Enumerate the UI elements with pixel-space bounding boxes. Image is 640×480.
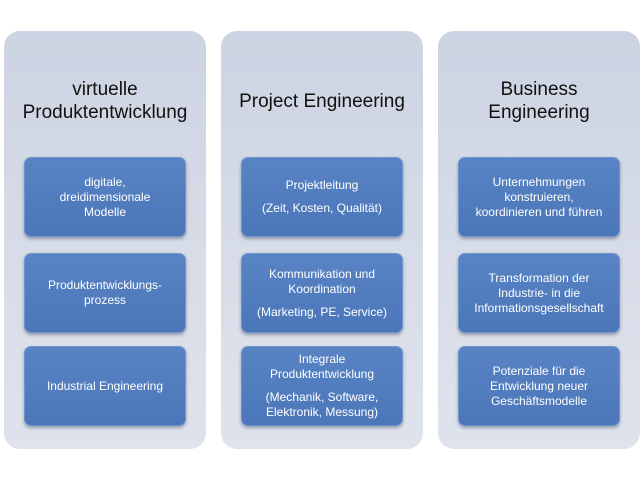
title-line: Project Engineering — [239, 90, 405, 112]
title-line: Business — [500, 79, 578, 100]
box-text-line: Kommunikation und — [268, 266, 376, 281]
column-virtuelle-produktentwicklung: virtuelle Produktentwicklung digitale, d… — [4, 31, 206, 449]
title-line: Engineering — [488, 102, 590, 123]
box-text-line: (Marketing, PE, Service) — [256, 304, 388, 319]
box-potenziale: Potenziale für die Entwicklung neuer Ges… — [458, 346, 620, 426]
box-text-line: Projektleitung — [285, 178, 359, 192]
box-produktentwicklungsprozess: Produktentwicklungs- prozess — [24, 253, 186, 333]
column-title: Project Engineering — [221, 71, 423, 131]
box-text-line: koordinieren und führen — [475, 204, 603, 219]
box-text-line: Modelle — [83, 204, 127, 219]
box-text-line: (Mechanik, Software, — [265, 390, 379, 404]
box-text-line: Transformation der — [488, 270, 590, 285]
title-line: Produktentwicklung — [22, 102, 188, 123]
box-industrial-engineering: Industrial Engineering — [24, 346, 186, 426]
box-text-line: digitale, — [84, 174, 126, 189]
column-title: Business Engineering — [438, 71, 640, 131]
column-business-engineering: Business Engineering Unternehmungen kons… — [438, 31, 640, 449]
box-kommunikation-koordination: Kommunikation und Koordination (Marketin… — [241, 253, 403, 333]
box-text-line: Geschäftsmodelle — [490, 393, 588, 408]
box-text-line: Elektronik, Messung) — [265, 405, 379, 419]
box-text-line: Produktentwicklung — [269, 367, 375, 381]
column-title: virtuelle Produktentwicklung — [4, 71, 206, 131]
box-text-line: konstruieren, — [504, 189, 574, 204]
box-unternehmungen: Unternehmungen konstruieren, koordiniere… — [458, 157, 620, 237]
title-line: virtuelle — [72, 79, 138, 100]
box-text-line: Industrie- in die — [497, 285, 581, 300]
box-text-line: Integrale — [298, 352, 346, 366]
box-transformation: Transformation der Industrie- in die Inf… — [458, 253, 620, 333]
box-text-line: Industrial Engineering — [46, 378, 164, 393]
box-text-line: Unternehmungen — [492, 174, 586, 189]
box-integrale-produktentwicklung: Integrale Produktentwicklung (Mechanik, … — [241, 346, 403, 426]
box-text-line: (Zeit, Kosten, Qualität) — [261, 201, 383, 215]
box-text-line: prozess — [83, 293, 127, 307]
box-text-line: Potenziale für die — [492, 363, 586, 378]
box-text-line: Koordination — [288, 281, 356, 296]
box-text-line: Produktentwicklungs- — [47, 278, 163, 292]
box-text-line: dreidimensionale — [59, 189, 151, 204]
box-text-line: Informationsgesellschaft — [474, 300, 604, 315]
column-project-engineering: Project Engineering Projektleitung (Zeit… — [221, 31, 423, 449]
box-digitale-modelle: digitale, dreidimensionale Modelle — [24, 157, 186, 237]
box-text-line: Entwicklung neuer — [489, 378, 589, 393]
box-projektleitung: Projektleitung (Zeit, Kosten, Qualität) — [241, 157, 403, 237]
